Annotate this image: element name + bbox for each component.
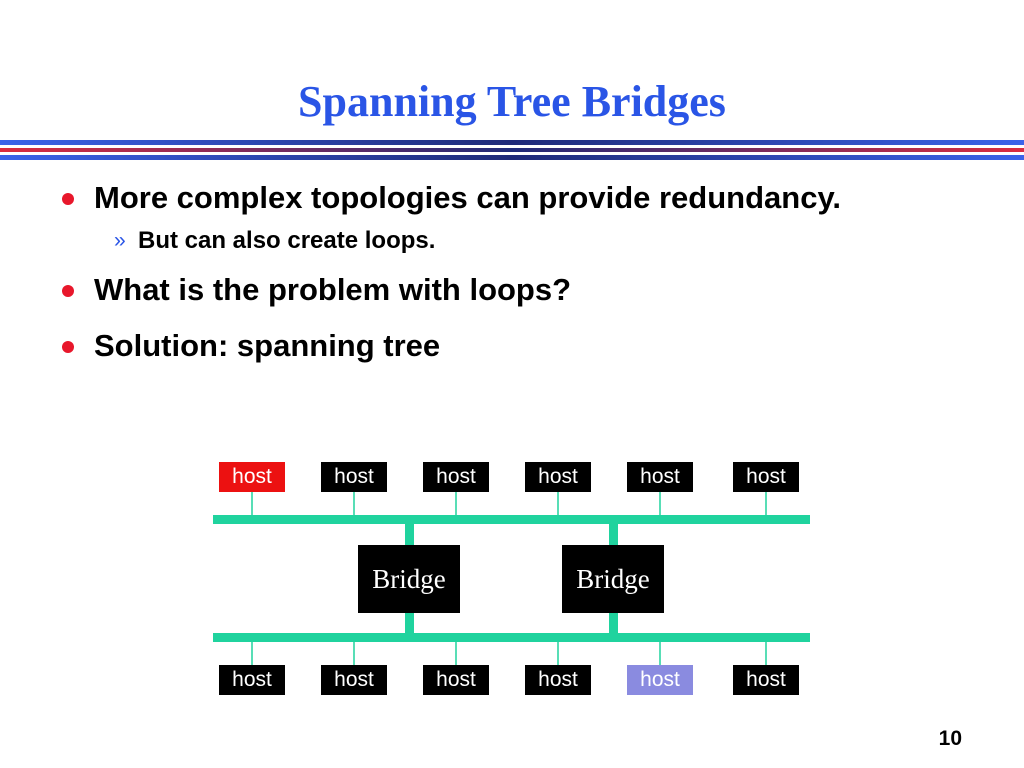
bullet-text: Solution: spanning tree [94, 328, 441, 363]
bullet-dot-icon [62, 285, 74, 297]
bridge-box: Bridge [562, 545, 664, 613]
bullet-list: More complex topologies can provide redu… [60, 178, 980, 366]
host-box: host [423, 665, 489, 695]
bridge-box: Bridge [358, 545, 460, 613]
host-box: host [627, 462, 693, 492]
bullet-item: More complex topologies can provide redu… [60, 178, 980, 218]
host-box: host [733, 462, 799, 492]
lan-segment-bottom [213, 633, 810, 642]
host-box: host [525, 462, 591, 492]
bullet-dot-icon [62, 193, 74, 205]
sub-bullet-item: » But can also create loops. [60, 226, 980, 256]
bullet-text: More complex topologies can provide redu… [94, 180, 842, 215]
bullet-item: Solution: spanning tree [60, 326, 980, 366]
sub-bullet-text: But can also create loops. [138, 227, 436, 254]
host-box: host [733, 665, 799, 695]
bullet-text: What is the problem with loops? [94, 272, 572, 307]
bullet-dot-icon [62, 341, 74, 353]
lan-segment-top [213, 515, 810, 524]
host-box: host [525, 665, 591, 695]
host-box: host [423, 462, 489, 492]
slide-title: Spanning Tree Bridges [298, 77, 726, 126]
host-box: host [627, 665, 693, 695]
chevron-right-icon: » [114, 229, 126, 252]
host-box: host [219, 665, 285, 695]
host-box: host [321, 665, 387, 695]
page-number: 10 [938, 727, 962, 750]
bullet-item: What is the problem with loops? [60, 270, 980, 310]
host-box: host [321, 462, 387, 492]
host-box: host [219, 462, 285, 492]
